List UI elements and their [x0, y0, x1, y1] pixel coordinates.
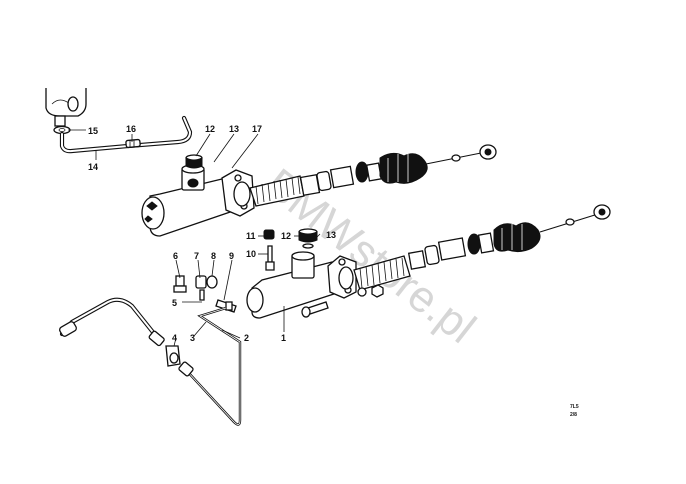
- callout-16: 16: [126, 124, 136, 134]
- drawing-code: 7L5 2/8: [570, 404, 579, 418]
- upper-master-cylinder: [141, 164, 255, 237]
- hose-clamp-part-16: [125, 138, 141, 149]
- lower-dust-boot: [353, 255, 411, 291]
- callout-10: 10: [246, 249, 256, 259]
- reservoir-cap-part-12-lower: [298, 228, 318, 243]
- callout-labels: 15 14 16 12 13 17 11 12 13 10 6 7 8 9 5 …: [88, 124, 336, 343]
- callout-4: 4: [172, 333, 177, 343]
- drawing-code-line1: 7L5: [570, 404, 579, 410]
- callout-8: 8: [211, 251, 216, 261]
- cap-part-11: [263, 229, 275, 240]
- lower-master-cylinder: [246, 251, 357, 319]
- callout-6: 6: [173, 251, 178, 261]
- callout-13-upper: 13: [229, 124, 239, 134]
- callout-2: 2: [244, 333, 249, 343]
- callout-12-lower: 12: [281, 231, 291, 241]
- callout-17: 17: [252, 124, 262, 134]
- union-part-3: [178, 361, 194, 377]
- callout-15: 15: [88, 126, 98, 136]
- nipple-part-10: [265, 245, 275, 271]
- callout-11: 11: [246, 231, 256, 241]
- callout-7: 7: [194, 251, 199, 261]
- hydraulic-pipe-part-2: [185, 306, 242, 426]
- callout-12-upper: 12: [205, 124, 215, 134]
- upper-piston-set: [299, 144, 497, 197]
- reservoir-cap-part-12-upper: [185, 154, 203, 169]
- fitting-parts-7-8: [195, 275, 218, 301]
- upper-dust-boot: [249, 175, 305, 207]
- bracket-part-4: [165, 345, 181, 367]
- lower-piston-set: [407, 204, 611, 270]
- callout-5: 5: [172, 298, 177, 308]
- reservoir-fragment: [45, 88, 87, 127]
- callout-3: 3: [190, 333, 195, 343]
- hose-fitting-part-9: [215, 299, 237, 313]
- seal-part-13-lower: [302, 243, 314, 249]
- bolt-part-6: [173, 275, 187, 293]
- callout-13-lower: 13: [326, 230, 336, 240]
- leader-lines: [68, 129, 321, 347]
- callout-14: 14: [88, 162, 98, 172]
- clutch-hose-part-5: [59, 297, 165, 347]
- lower-mount-hardware: [301, 284, 384, 318]
- callout-9: 9: [229, 251, 234, 261]
- callout-1: 1: [281, 333, 286, 343]
- drawing-code-line2: 2/8: [570, 412, 577, 418]
